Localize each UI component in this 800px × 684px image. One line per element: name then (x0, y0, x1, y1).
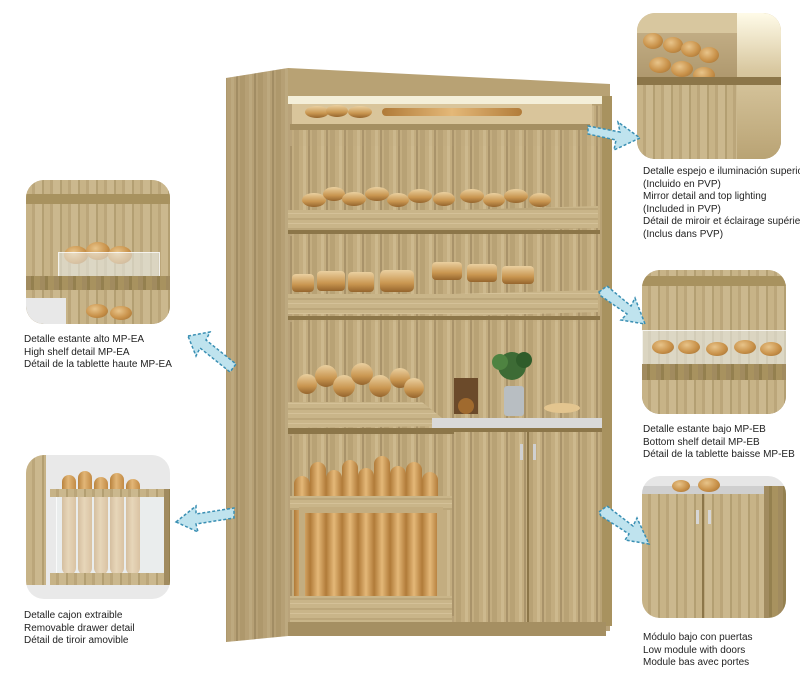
caption-line: High shelf detail MP-EA (24, 346, 130, 358)
low-module-doors-detail-image (642, 476, 786, 618)
caption-line: Bottom shelf detail MP-EB (643, 436, 760, 448)
caption-line: Removable drawer detail (24, 622, 135, 634)
pointer-arrow-icon (587, 120, 642, 152)
pointer-arrow-icon (174, 504, 235, 534)
arrow-left-high-shelf (186, 328, 238, 378)
caption-line: Detalle espejo e iluminación superior (643, 166, 800, 177)
caption-line: Mirror detail and top lighting (643, 191, 767, 202)
cabinet-illustration (226, 68, 612, 642)
caption-line: Détail de tiroir amovible (24, 635, 129, 646)
removable-drawer-detail-image (26, 455, 170, 599)
caption-line: Low module with doors (643, 644, 746, 656)
caption-drawer: Detalle cajon extraible Removable drawer… (24, 610, 135, 648)
caption-line: (Included in PVP) (643, 203, 721, 215)
caption-line: Módulo bajo con puertas (643, 632, 753, 643)
bakery-display-cabinet (222, 66, 614, 642)
caption-mirror-lighting: Detalle espejo e iluminación superior (I… (643, 166, 800, 241)
caption-low-shelf: Detalle estante bajo MP-EB Bottom shelf … (643, 424, 795, 462)
caption-line: Detalle estante alto MP-EA (24, 334, 145, 345)
caption-line: Module bas avec portes (643, 657, 750, 668)
caption-line: Detalle estante bajo MP-EB (643, 424, 766, 435)
arrow-top-right (586, 116, 642, 156)
arrow-right-low-shelf (597, 284, 647, 330)
high-shelf-detail-image (26, 180, 170, 324)
pointer-arrow-icon (598, 285, 647, 325)
caption-line: Detalle cajon extraible (24, 610, 123, 621)
arrow-right-low-module (597, 504, 651, 548)
arrow-left-drawer (174, 500, 236, 536)
mirror-lighting-detail-image (637, 13, 781, 159)
caption-low-module: Módulo bajo con puertas Low module with … (643, 632, 753, 670)
caption-line: (Incluido en PVP) (643, 178, 721, 190)
pointer-arrow-icon (598, 505, 651, 545)
caption-high-shelf: Detalle estante alto MP-EA High shelf de… (24, 334, 172, 372)
caption-line: Détail de miroir et éclairage supérieur (643, 216, 800, 227)
pointer-arrow-icon (186, 330, 238, 374)
caption-line: (Inclus dans PVP) (643, 228, 724, 240)
caption-line: Détail de la tablette haute MP-EA (24, 359, 172, 370)
low-shelf-detail-image (642, 270, 786, 414)
caption-line: Détail de la tablette baisse MP-EB (643, 449, 795, 460)
